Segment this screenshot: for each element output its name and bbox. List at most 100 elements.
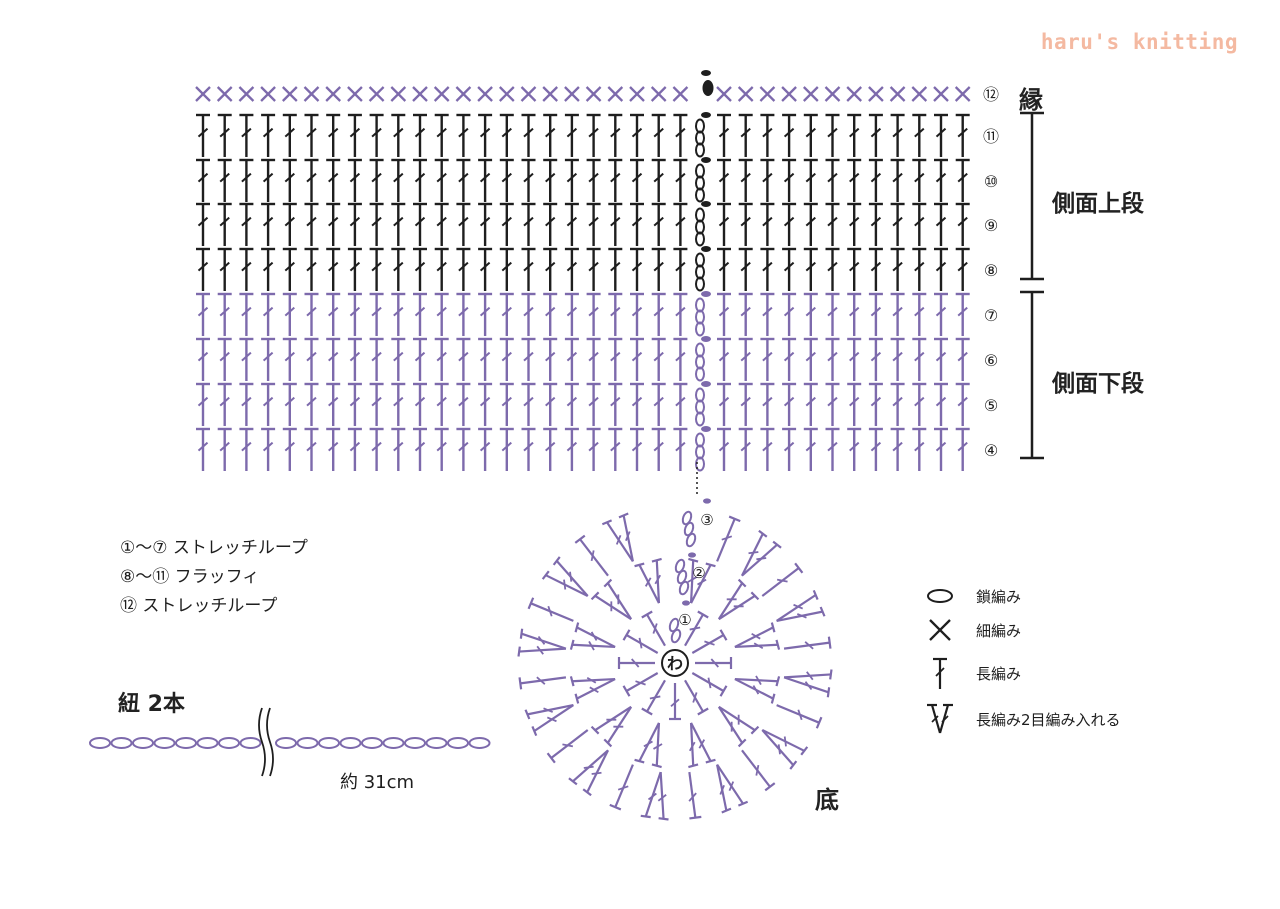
double-crochet-stitch <box>413 382 427 426</box>
double-crochet-stitch <box>803 382 818 426</box>
stitch-row <box>196 157 970 203</box>
double-crochet-stitch <box>890 113 905 157</box>
single-crochet-stitch <box>347 86 363 102</box>
double-crochet-stitch <box>261 247 276 291</box>
single-crochet-stitch <box>412 86 428 102</box>
double-crochet-stitch <box>521 292 536 336</box>
double-crochet-stitch <box>217 202 232 246</box>
double-crochet-stitch <box>261 202 276 246</box>
turning-chain <box>695 163 705 179</box>
double-crochet-stitch <box>347 202 362 246</box>
single-crochet-stitch <box>455 86 472 102</box>
note-line-2: ⑧〜⑪ フラッフィ <box>120 567 260 587</box>
double-crochet-stitch <box>456 247 471 291</box>
double-crochet-stitch <box>955 202 970 246</box>
turning-chain <box>695 207 705 223</box>
double-crochet-stitch <box>651 202 666 246</box>
cord-chain-stitch <box>89 737 111 749</box>
double-crochet-stitch <box>868 247 883 291</box>
double-crochet-stitch <box>608 158 623 202</box>
double-crochet-stitch <box>684 679 709 716</box>
single-crochet-stitch <box>607 86 624 102</box>
double-crochet-stitch <box>630 247 644 291</box>
row-number-label: ⑧ <box>984 261 998 280</box>
double-crochet-stitch <box>261 113 276 157</box>
double-crochet-stitch <box>912 158 927 202</box>
double-crochet-stitch <box>261 382 276 426</box>
slip-stitch-dot <box>701 246 711 252</box>
double-crochet-stitch <box>347 158 362 202</box>
single-crochet-stitch <box>281 86 298 102</box>
stitch-row <box>196 336 970 382</box>
double-crochet-increase-icon <box>927 703 953 734</box>
double-crochet-stitch <box>564 427 579 471</box>
double-crochet-stitch <box>608 247 623 291</box>
turning-chain <box>695 387 705 403</box>
double-crochet-stitch <box>782 292 797 336</box>
double-crochet-stitch <box>564 202 579 246</box>
double-crochet-stitch <box>391 292 406 336</box>
double-crochet-stitch <box>521 337 536 381</box>
double-crochet-stitch <box>912 113 927 157</box>
cord-chain-stitch <box>239 737 262 749</box>
double-crochet-stitch <box>691 629 728 654</box>
double-crochet-stitch <box>326 337 341 381</box>
single-crochet-stitch <box>585 86 602 102</box>
chain-stitch <box>678 580 690 596</box>
double-crochet-stitch <box>673 337 688 381</box>
row-number-label: ⑩ <box>984 172 998 191</box>
double-crochet-stitch <box>760 382 775 426</box>
double-crochet-stitch <box>456 113 471 157</box>
single-crochet-stitch <box>542 86 559 102</box>
stitch-row <box>196 112 970 158</box>
double-crochet-stitch <box>622 629 659 654</box>
chain-stitch <box>681 510 693 526</box>
double-crochet-stitch <box>456 292 471 336</box>
double-crochet-icon <box>933 657 947 689</box>
double-crochet-stitch <box>586 382 601 426</box>
double-crochet-stitch <box>369 337 384 381</box>
double-crochet-stitch <box>347 382 362 426</box>
double-crochet-stitch <box>413 113 427 157</box>
magic-ring-label: わ <box>667 654 683 673</box>
row-number-label: ⑥ <box>984 351 998 370</box>
double-crochet-increase <box>783 669 833 698</box>
double-crochet-stitch <box>521 113 536 157</box>
double-crochet-stitch <box>738 202 753 246</box>
double-crochet-stitch <box>738 292 753 336</box>
cord-length: 約 31cm <box>340 772 415 793</box>
single-crochet-stitch <box>216 86 233 102</box>
double-crochet-stitch <box>543 292 558 336</box>
double-crochet-stitch <box>564 382 579 426</box>
double-crochet-stitch <box>543 382 558 426</box>
double-crochet-stitch <box>630 382 644 426</box>
double-crochet-stitch <box>196 382 210 426</box>
double-crochet-stitch <box>738 113 753 157</box>
double-crochet-stitch <box>955 247 970 291</box>
double-crochet-stitch <box>564 158 579 202</box>
double-crochet-stitch <box>282 247 297 291</box>
base-round-3 <box>517 512 833 821</box>
double-crochet-stitch <box>369 292 384 336</box>
row-number-label: ⑤ <box>984 396 998 415</box>
single-crochet-stitch <box>303 86 320 102</box>
single-crochet-stitch <box>650 86 667 102</box>
double-crochet-stitch <box>738 247 753 291</box>
double-crochet-increase <box>688 722 716 769</box>
single-crochet-stitch <box>911 86 928 102</box>
double-crochet-stitch <box>196 292 210 336</box>
double-crochet-stitch <box>434 337 449 381</box>
double-crochet-stitch <box>691 672 728 697</box>
double-crochet-stitch <box>738 382 753 426</box>
double-crochet-stitch <box>776 704 823 729</box>
base-round-label: ③ <box>700 511 713 529</box>
turning-chain <box>695 252 705 268</box>
bracket-upper <box>1020 111 1044 281</box>
single-crochet-stitch <box>846 86 863 102</box>
double-crochet-stitch <box>617 657 655 669</box>
double-crochet-stitch <box>239 113 254 157</box>
double-crochet-stitch <box>326 113 341 157</box>
double-crochet-stitch <box>282 337 297 381</box>
double-crochet-stitch <box>217 427 232 471</box>
note-line-1: ①〜⑦ ストレッチループ <box>120 538 308 558</box>
